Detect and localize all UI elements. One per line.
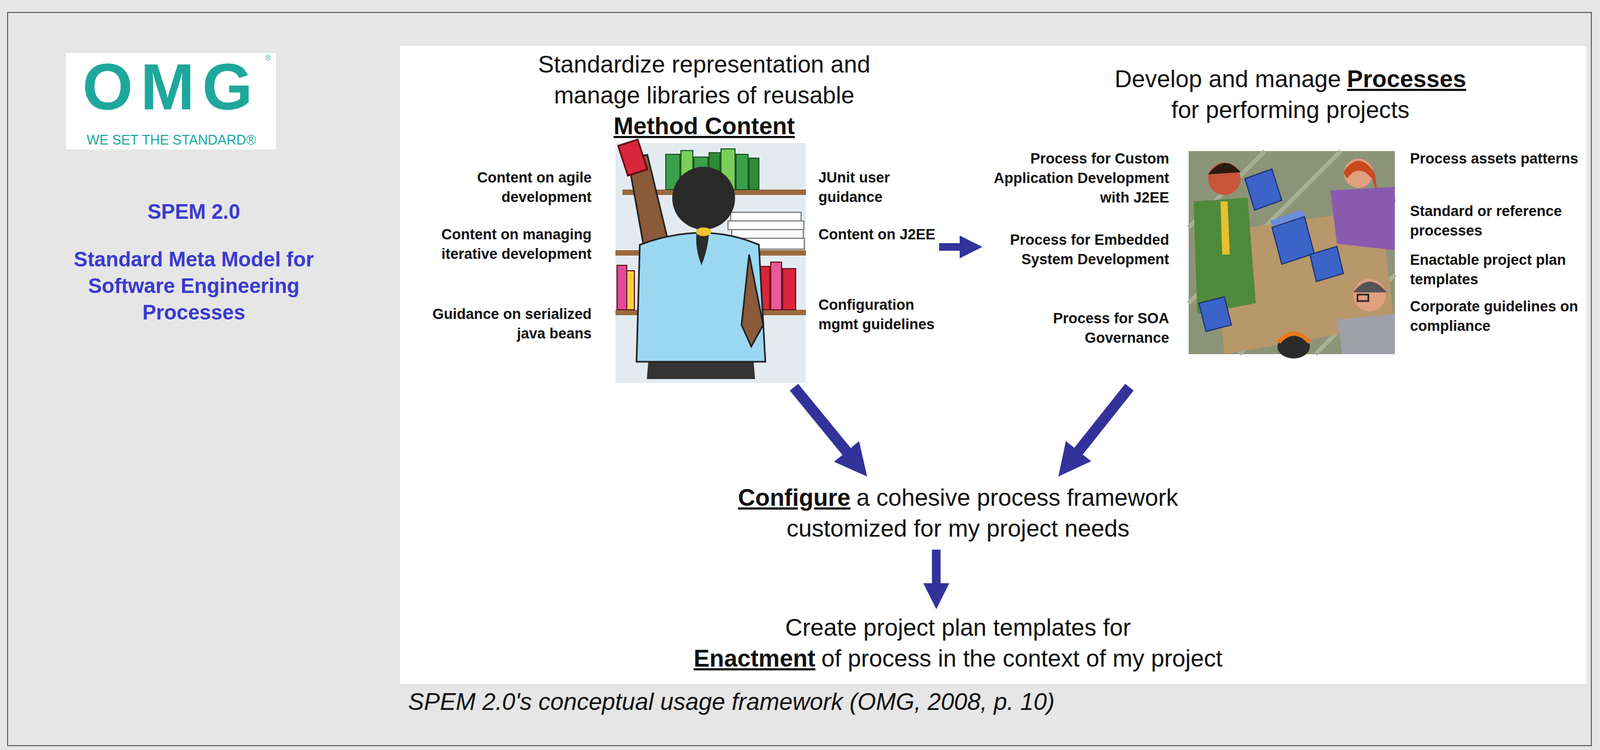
heading-text: of process in the context of my project (821, 644, 1223, 672)
bookshelf-illustration (615, 139, 806, 383)
content-item: Content on J2EE (818, 224, 938, 245)
text-group: Develop and manageProcessesfor performin… (982, 46, 1585, 388)
caption: SPEM 2.0's conceptual usage framework (O… (408, 687, 1055, 717)
content-item: Process for SOA Governance (982, 308, 1170, 348)
heading-text: Develop and manage (1114, 65, 1341, 93)
title: SPEM 2.0 (53, 198, 335, 226)
logo-slogan: WE SET THE STANDARD® (63, 131, 279, 148)
white-panel (400, 46, 1587, 684)
content-item: Standard or reference processes (1410, 201, 1584, 241)
text-group: Create project plan templates forEnactme… (638, 608, 1278, 680)
text-group: Configurea cohesive process framework cu… (698, 476, 1218, 550)
heading-text: for performing projects (1073, 94, 1507, 126)
heading-text: Create project plan templates for (638, 611, 1278, 643)
flow-arrow (932, 549, 941, 596)
content-item: JUnit user guidance (818, 167, 938, 207)
meeting-illustration (1188, 151, 1395, 359)
flow-arrow (939, 243, 972, 251)
flow-arrow (794, 387, 857, 464)
registered-mark: ® (265, 54, 277, 62)
content-item: Configuration mgmt guidelines (818, 294, 938, 334)
keyword: Configure (737, 483, 851, 511)
content-item: Process for Embedded System Development (982, 230, 1170, 270)
keyword: Method Content (503, 110, 905, 142)
text-group: Standardize representation and manage li… (411, 46, 940, 388)
heading-text: Standardize representation and manage li… (503, 48, 905, 111)
content-item: Content on agile development (415, 167, 592, 207)
content-item: Guidance on serialized java beans (415, 304, 592, 344)
flow-arrow (1068, 387, 1130, 464)
keyword: Processes (1347, 65, 1467, 93)
content-item: Corporate guidelines on compliance (1410, 296, 1584, 336)
content-item: Process assets patterns (1410, 148, 1584, 169)
logo-wordmark: OMG (69, 54, 274, 120)
keyword: Enactment (693, 644, 816, 672)
content-item: Process for Custom Application Developme… (982, 148, 1170, 208)
content-item: Enactable project plan templates (1410, 250, 1584, 290)
content-item: Content on managing iterative developmen… (415, 224, 592, 264)
subtitle: Standard Meta Model for Software Enginee… (53, 246, 335, 326)
